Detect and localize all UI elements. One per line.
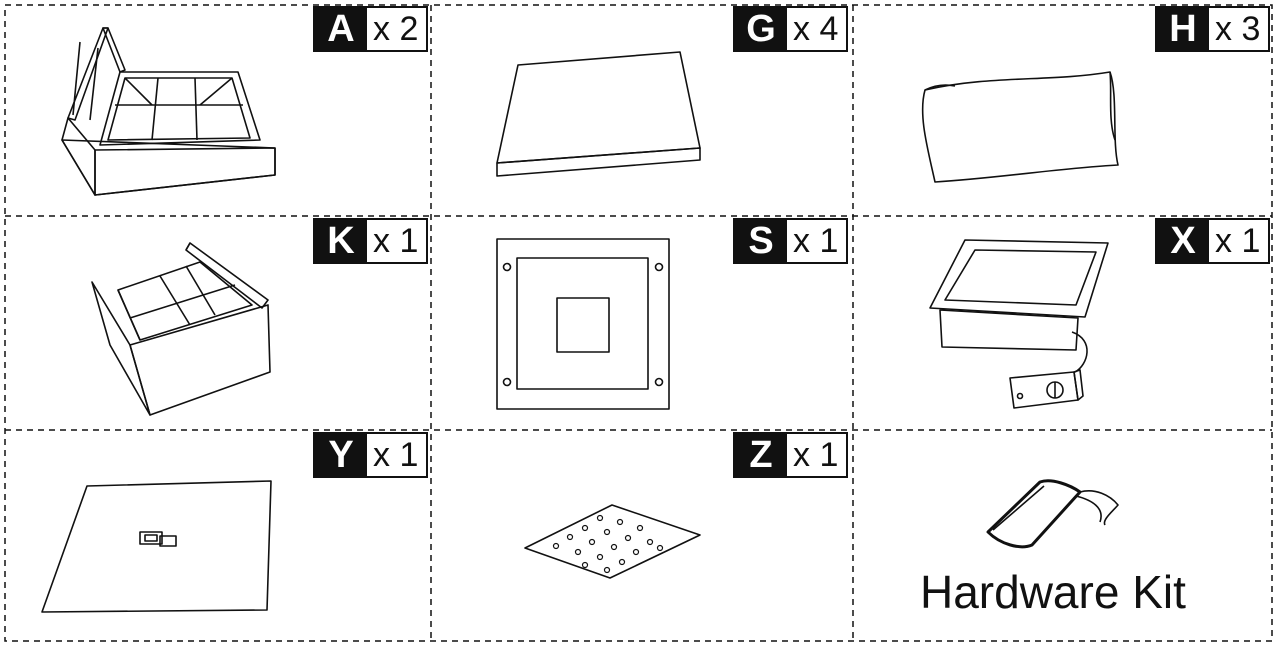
hardware-bag-icon (988, 481, 1118, 547)
part-letter: S (735, 220, 787, 262)
part-letter: Z (735, 434, 787, 476)
part-badge-g: G x 4 (733, 6, 848, 52)
part-quantity: x 4 (787, 8, 846, 50)
part-badge-z: Z x 1 (733, 432, 848, 478)
part-badge-k: K x 1 (313, 218, 428, 264)
part-quantity: x 1 (367, 220, 426, 262)
part-letter: A (315, 8, 367, 50)
sheet-with-clip-icon (42, 481, 271, 612)
square-plate-icon (497, 239, 669, 409)
part-badge-x: X x 1 (1155, 218, 1270, 264)
heater-unit-icon (930, 240, 1108, 408)
part-badge-a: A x 2 (313, 6, 428, 52)
drawer-box-large-icon (62, 28, 275, 195)
part-letter: G (735, 8, 787, 50)
perforated-sheet-icon (525, 505, 700, 578)
part-badge-y: Y x 1 (313, 432, 428, 478)
part-quantity: x 1 (787, 434, 846, 476)
part-quantity: x 1 (1209, 220, 1268, 262)
drawer-box-small-icon (92, 243, 270, 415)
part-badge-s: S x 1 (733, 218, 848, 264)
part-quantity: x 1 (787, 220, 846, 262)
part-letter: H (1157, 8, 1209, 50)
part-letter: K (315, 220, 367, 262)
cushion-icon (923, 72, 1118, 182)
hardware-kit-label: Hardware Kit (920, 565, 1186, 619)
part-quantity: x 1 (367, 434, 426, 476)
part-badge-h: H x 3 (1155, 6, 1270, 52)
part-quantity: x 3 (1209, 8, 1268, 50)
part-letter: Y (315, 434, 367, 476)
flat-panel-icon (497, 52, 700, 176)
part-quantity: x 2 (367, 8, 426, 50)
part-letter: X (1157, 220, 1209, 262)
